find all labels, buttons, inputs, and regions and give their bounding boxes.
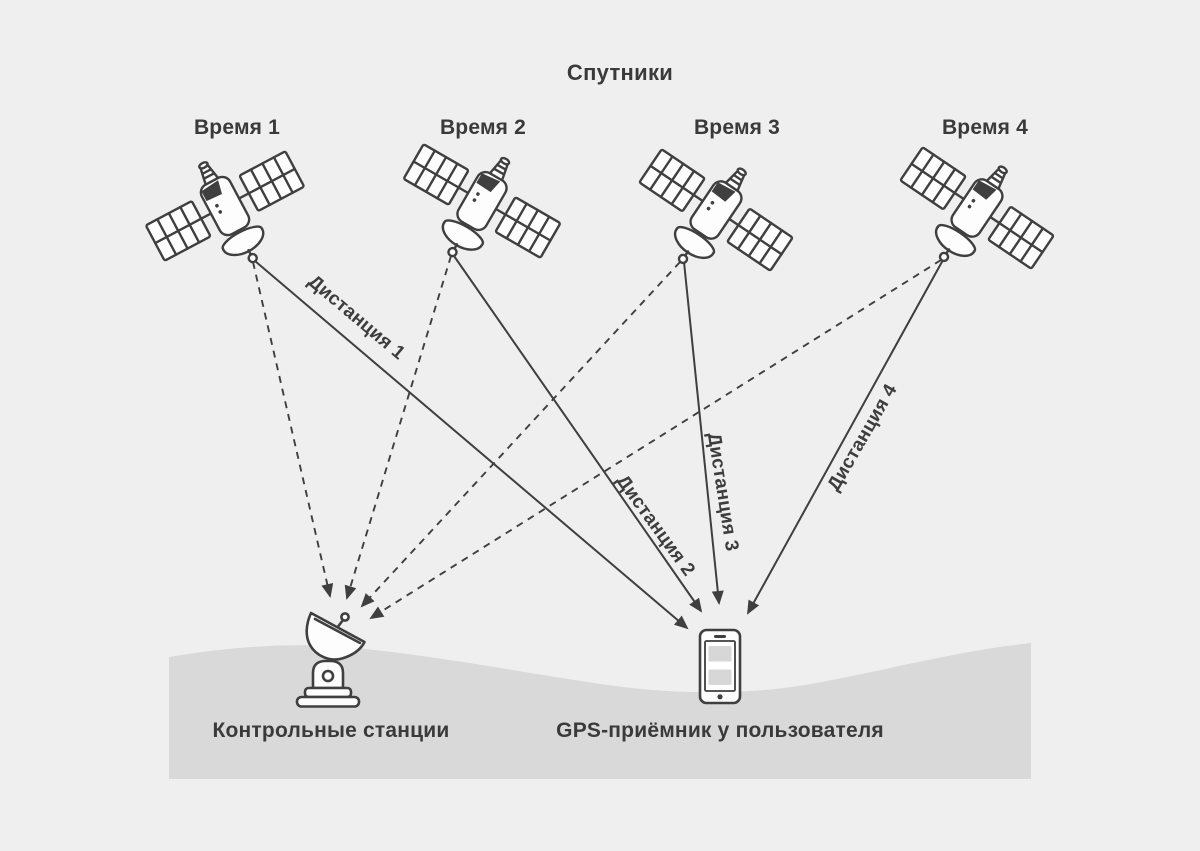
distance-line-1 (254, 260, 689, 630)
distance-line-3 (683, 261, 724, 605)
distance-line-2 (453, 255, 703, 613)
station-icon (295, 611, 366, 708)
time-label-4: Время 4 (941, 116, 1029, 139)
signal-dashed-line-2 (344, 255, 452, 600)
time-label-1: Время 1 (193, 116, 281, 139)
signal-dashed-line-1 (252, 261, 334, 598)
satellite-icon-1 (131, 124, 326, 300)
time-label-2: Время 2 (439, 116, 527, 139)
time-label-3: Время 3 (693, 116, 781, 139)
station-label: Контрольные станции (212, 719, 450, 742)
satellite-icon-4 (875, 122, 1071, 306)
signal-dashed-line-4 (369, 259, 942, 620)
satellite-icon-3 (614, 124, 810, 308)
satellite-icon-2 (380, 118, 576, 297)
ground-terrain (169, 643, 1031, 779)
receiver-label: GPS-приёмник у пользователя (556, 719, 884, 742)
diagram-title: Спутники (566, 60, 674, 85)
phone-icon (698, 628, 742, 705)
signal-dashed-line-3 (360, 261, 681, 608)
distance-line-4 (747, 259, 944, 615)
